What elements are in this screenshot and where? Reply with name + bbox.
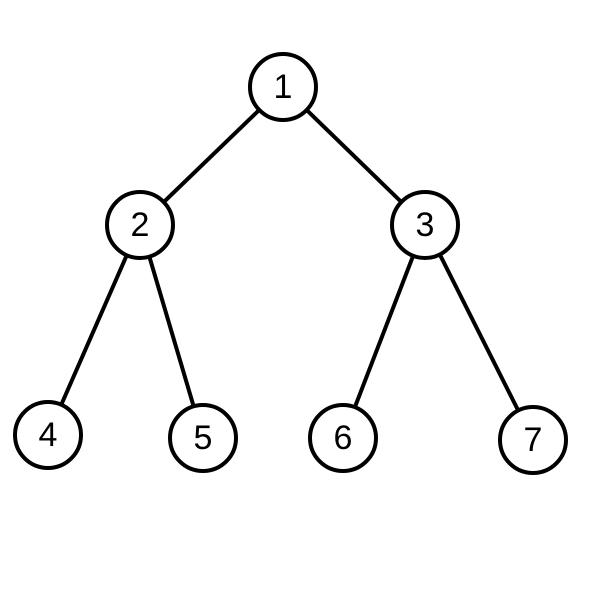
node-label-7: 7 (524, 421, 543, 459)
node-label-2: 2 (131, 206, 150, 244)
tree-node-3: 3 (390, 190, 460, 260)
tree-nodes: 1 2 3 4 5 6 7 (13, 52, 568, 475)
node-label-4: 4 (39, 416, 58, 454)
node-label-1: 1 (274, 68, 293, 106)
tree-node-6: 6 (308, 403, 378, 473)
node-circle-4 (13, 400, 83, 470)
edge-2-4 (46, 223, 142, 437)
tree-node-4: 4 (13, 400, 83, 470)
node-circle-3 (390, 190, 460, 260)
node-circle-6 (308, 403, 378, 473)
edge-2-5 (138, 223, 205, 440)
tree-node-1: 1 (248, 52, 318, 122)
node-circle-5 (168, 403, 238, 473)
tree-edges (46, 85, 535, 442)
tree-node-2: 2 (105, 190, 175, 260)
edge-3-6 (341, 223, 427, 440)
node-circle-2 (105, 190, 175, 260)
node-circle-7 (498, 405, 568, 475)
node-label-3: 3 (416, 206, 435, 244)
node-label-6: 6 (334, 419, 353, 457)
node-circle-1 (248, 52, 318, 122)
tree-node-7: 7 (498, 405, 568, 475)
edge-3-7 (423, 223, 535, 442)
node-label-5: 5 (194, 419, 213, 457)
tree-node-5: 5 (168, 403, 238, 473)
